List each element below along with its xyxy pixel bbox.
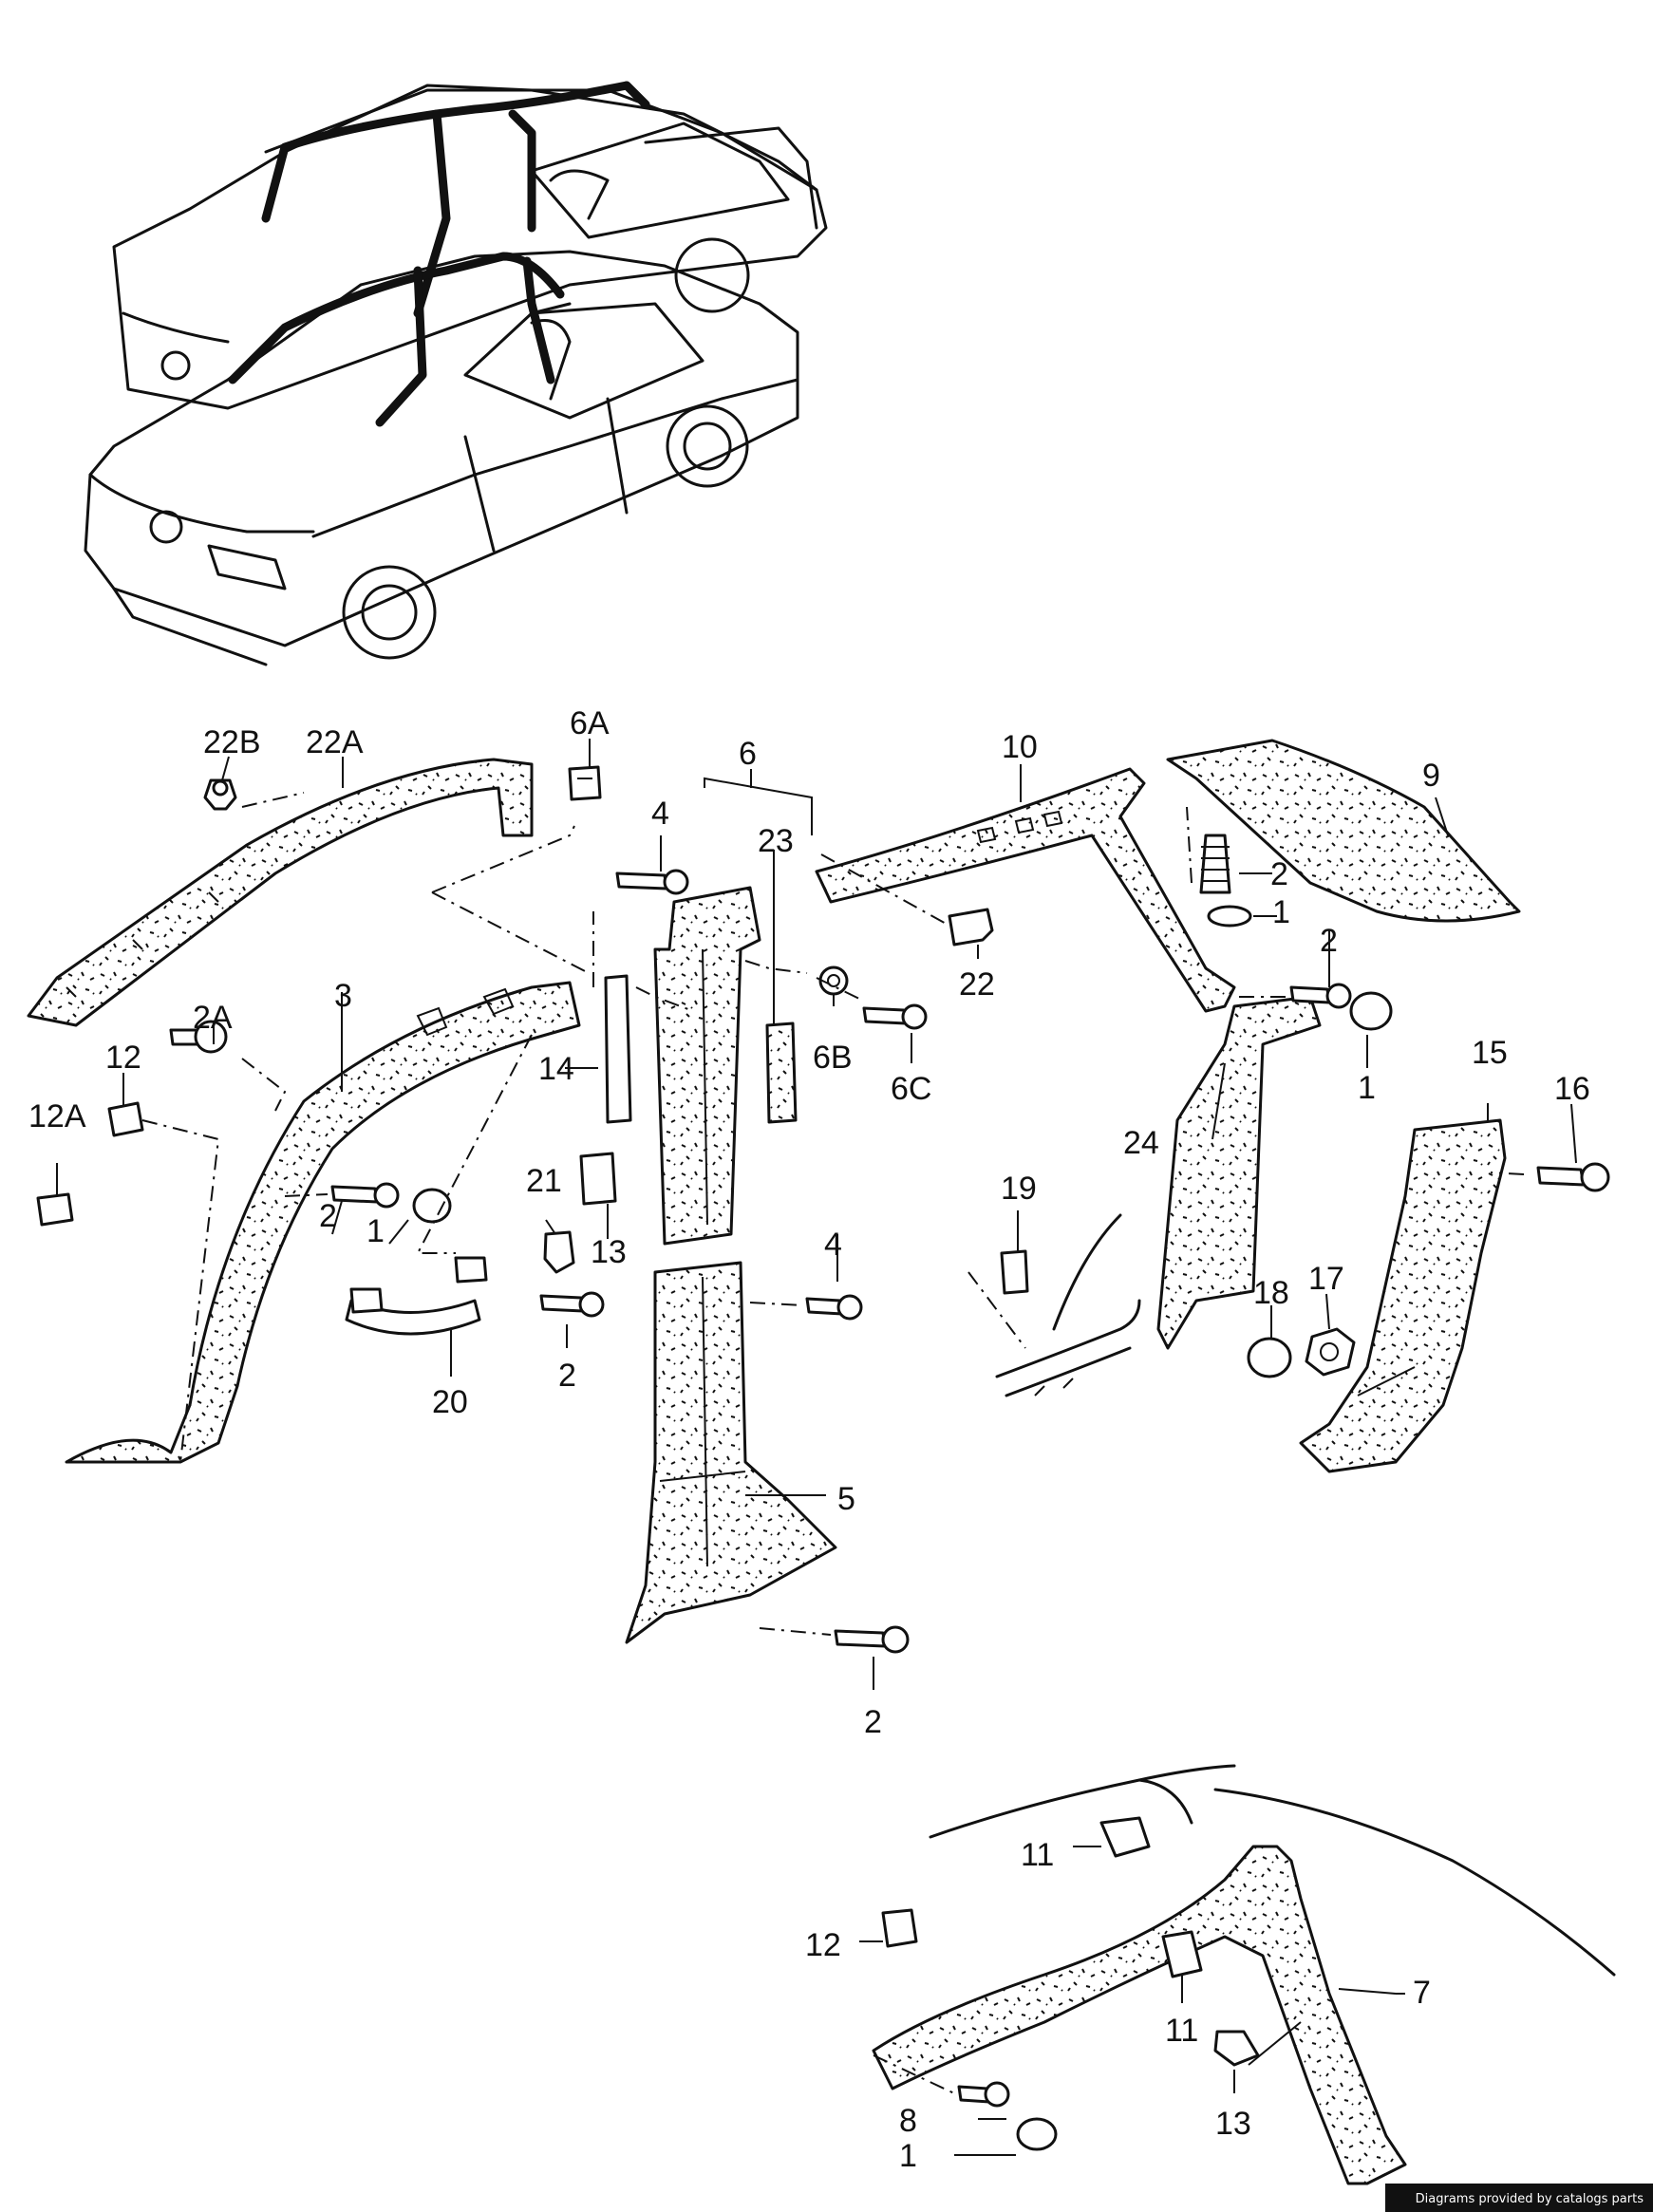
callout-4-lower: 4: [824, 1227, 842, 1263]
callout-16: 16: [1554, 1071, 1590, 1107]
callout-18: 18: [1253, 1275, 1289, 1311]
callout-15: 15: [1472, 1035, 1508, 1071]
part-13-clip: [579, 1152, 617, 1206]
body-panel-detail: [995, 1213, 1141, 1397]
callout-1-right: 1: [1358, 1070, 1376, 1106]
part-10-c-pillar-upper-trim: [815, 767, 1236, 1013]
callout-8: 8: [899, 2103, 917, 2139]
part-24-c-pillar-lower-trim: [1156, 995, 1322, 1350]
part-2a-rivet: [169, 1020, 228, 1054]
credit-text: Diagrams provided by catalogs parts: [1415, 2192, 1644, 2206]
callout-labels: 22B 22A 6A 6 4 23 10 9 2 1 22 2 3 2A 12 …: [28, 705, 1590, 2174]
part-23-bracket: [765, 1022, 798, 1124]
leader-lines: [56, 739, 1577, 2156]
callout-11-bottom: 11: [1165, 2013, 1198, 2049]
callout-22: 22: [959, 966, 995, 1003]
part-22b-clip: [203, 778, 237, 811]
part-1-cap: [1207, 905, 1252, 928]
callout-1-detail: 1: [899, 2138, 917, 2174]
callout-21: 21: [526, 1163, 562, 1199]
callout-12a: 12A: [28, 1098, 86, 1134]
callout-10: 10: [1002, 729, 1038, 765]
wagon-car-outline: [112, 84, 828, 410]
callout-24: 24: [1123, 1125, 1159, 1161]
callout-20: 20: [432, 1384, 468, 1420]
part-21-clip: [543, 1230, 575, 1274]
callout-19: 19: [1001, 1171, 1037, 1207]
part-6a-clip: [568, 765, 602, 801]
wagon-pillar-trim-highlight: [261, 81, 650, 318]
callout-3: 3: [334, 978, 352, 1014]
callout-6b: 6B: [813, 1040, 853, 1076]
part-22-cap: [948, 908, 994, 947]
part-19-clip: [1000, 1249, 1029, 1295]
callout-2-right: 2: [1320, 923, 1338, 959]
callout-2-left: 2: [319, 1198, 337, 1234]
callout-5: 5: [837, 1481, 855, 1517]
part-20-grab-handle: [345, 1256, 488, 1336]
part-7-pillar-trim: [872, 1845, 1407, 2185]
callout-6c: 6C: [891, 1071, 931, 1107]
part-15-quarter-trim: [1299, 1118, 1507, 1473]
part-9-rear-corner-trim: [1166, 739, 1521, 923]
callout-2-bottom: 2: [864, 1704, 882, 1740]
callout-17: 17: [1308, 1261, 1344, 1297]
callout-12-detail: 12: [805, 1927, 841, 1963]
dash-lines: [141, 792, 1525, 2094]
callout-1-left: 1: [366, 1213, 385, 1249]
screws: [330, 869, 1352, 2108]
callout-22a: 22A: [306, 724, 364, 760]
part-12-clips: [36, 1101, 144, 1227]
callout-13-upper: 13: [591, 1234, 627, 1270]
callout-2a: 2A: [193, 1000, 233, 1036]
callout-1-upper-right: 1: [1272, 894, 1290, 930]
callout-11-top: 11: [1021, 1837, 1054, 1873]
callout-7: 7: [1413, 1975, 1431, 2011]
part-2-expander-rivet: [1199, 834, 1231, 894]
callout-9: 9: [1422, 758, 1440, 794]
callout-2-mid: 2: [558, 1358, 576, 1394]
callout-23: 23: [758, 823, 794, 859]
part-3-a-pillar-trim: [65, 981, 581, 1464]
callout-12: 12: [105, 1040, 141, 1076]
callout-6a: 6A: [570, 705, 610, 741]
callout-22b: 22B: [203, 724, 261, 760]
part-6-b-pillar-upper-trim: [653, 886, 761, 1246]
detail-clips: [881, 1816, 1260, 2067]
caps: [412, 991, 1393, 2151]
part-14-strip: [604, 974, 632, 1124]
callout-14: 14: [538, 1051, 574, 1087]
credit-bar: [1385, 2184, 1653, 2212]
part-16-screw: [1536, 1162, 1610, 1192]
callout-4-upper: 4: [651, 796, 669, 832]
part-17-nut: [1305, 1327, 1356, 1377]
sedan-car-outline: [84, 250, 799, 666]
sedan-pillar-trim-highlight: [228, 252, 565, 427]
detail-body-outline: [929, 1764, 1616, 1977]
callout-13-detail: 13: [1215, 2106, 1251, 2142]
part-5-b-pillar-lower-trim: [625, 1261, 837, 1644]
part-18-plug: [1247, 1337, 1292, 1378]
part-22a-roof-rail-trim: [27, 758, 534, 1027]
callout-2-upper-right: 2: [1270, 856, 1288, 892]
callout-6: 6: [739, 736, 757, 772]
